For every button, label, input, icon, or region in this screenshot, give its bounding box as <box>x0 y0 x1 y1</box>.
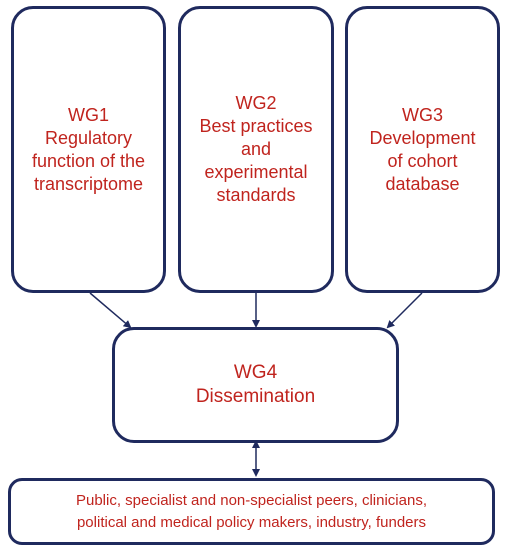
wg2-box: WG2 Best practices and experimental stan… <box>178 6 334 293</box>
wg1-line-2: function of the <box>31 150 146 171</box>
stakeholders-line-1: Public, specialist and non-specialist pe… <box>75 491 427 509</box>
wg1-line-1: Regulatory <box>44 127 133 148</box>
stakeholders-line-2: political and medical policy makers, ind… <box>76 513 427 531</box>
wg3-line-2: of cohort <box>387 150 458 171</box>
wg3-title: WG3 <box>401 104 443 125</box>
wg2-line-1: Best practices <box>199 116 313 136</box>
arrow-wg1-to-wg4 <box>89 292 132 329</box>
wg3-box: WG3 Development of cohort database <box>345 6 500 293</box>
wg2-line-3: experimental <box>204 162 308 182</box>
wg2-line-2: and <box>240 139 272 159</box>
wg2-title: WG2 <box>235 93 277 113</box>
wg1-line-3: transcriptome <box>33 173 144 194</box>
wg1-title: WG1 <box>67 104 109 125</box>
wg3-line-3: database <box>385 173 460 194</box>
arrow-wg3-to-wg4 <box>386 292 423 329</box>
stakeholders-box: Public, specialist and non-specialist pe… <box>8 478 495 545</box>
wg1-box: WG1 Regulatory function of the transcrip… <box>11 6 166 293</box>
wg4-title: WG4 <box>233 362 278 383</box>
wg4-box: WG4 Dissemination <box>112 327 399 443</box>
wg2-line-4: standards <box>216 185 296 205</box>
wg3-line-1: Development <box>369 127 476 148</box>
wg4-line-1: Dissemination <box>195 386 316 407</box>
